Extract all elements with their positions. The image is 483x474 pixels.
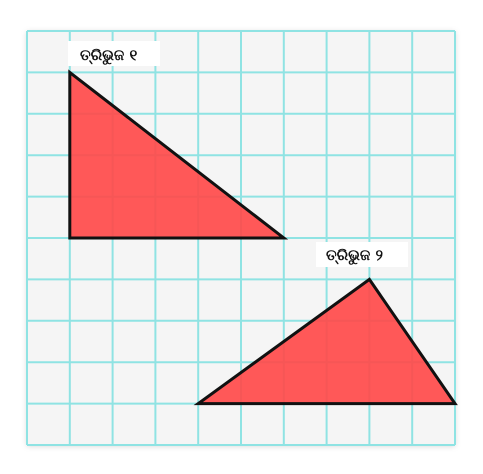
- shapes-layer: [68, 69, 458, 406]
- triangle-1-label-text: ତ୍ରିଭୁଜ ୧: [80, 46, 137, 65]
- triangle-2-label-text: ତ୍ରିଭୁଜ ୨: [326, 246, 383, 265]
- triangle-2-label-box: [316, 242, 408, 267]
- triangle-2: [193, 277, 458, 406]
- triangle-1-label-box: [68, 41, 160, 66]
- labels-layer: ତ୍ରିଭୁଜ ୧ ତ୍ରିଭୁଜ ୨: [68, 41, 408, 267]
- triangle-1-label: ତ୍ରିଭୁଜ ୧: [68, 41, 160, 66]
- triangle-2-label: ତ୍ରିଭୁଜ ୨: [316, 242, 408, 267]
- triangle-1: [68, 69, 289, 240]
